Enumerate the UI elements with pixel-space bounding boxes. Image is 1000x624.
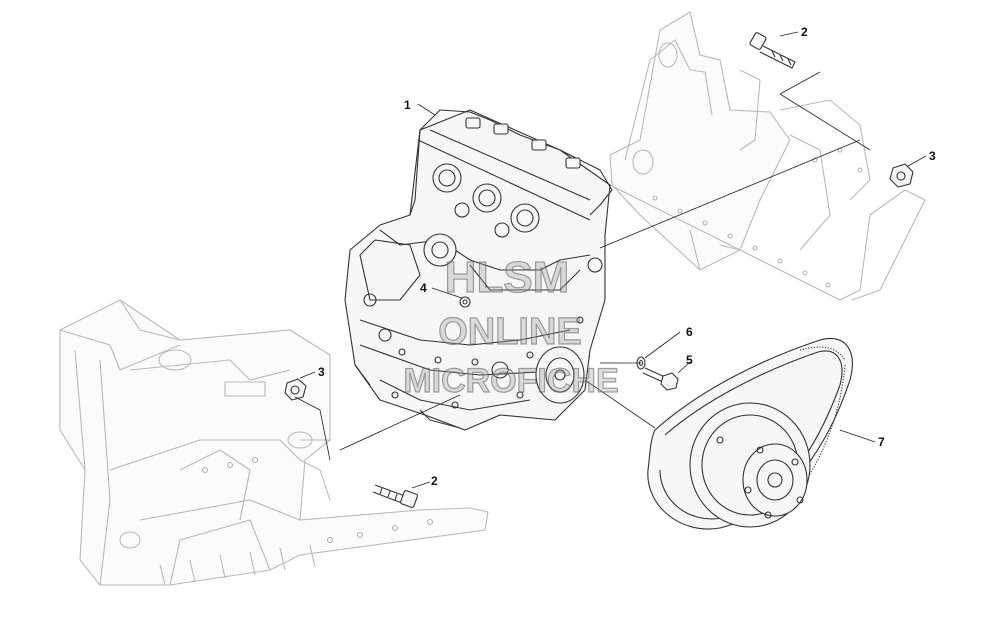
bolt-lower[interactable] [372,484,418,508]
callout-1: 1 [404,98,411,112]
nut-lower[interactable] [284,378,307,401]
watermark: HLSM ONLINE MICROFICHE [403,252,620,400]
callout-6: 6 [686,325,693,339]
watermark-line-2: ONLINE [438,311,582,353]
intake-ports [432,163,540,238]
frame-holes [202,457,433,543]
front-frame[interactable] [59,299,489,586]
callout-2-upper: 2 [801,25,808,39]
clutch-bolts [716,436,804,519]
bolt-upper[interactable] [749,32,796,69]
callout-5: 5 [686,353,693,367]
bolt-4[interactable] [459,296,471,308]
callout-2-lower: 2 [431,474,438,488]
bolt-5[interactable] [642,367,679,391]
bracket-holes [652,147,863,288]
watermark-line-1: HLSM [445,253,570,302]
callout-4: 4 [420,281,427,295]
drive-belt-clutch[interactable] [647,337,853,530]
engine-assembly[interactable] [344,109,613,431]
engine-bolts [391,316,584,409]
watermark-line-3: MICROFICHE [403,362,618,400]
rear-engine-bracket[interactable] [609,11,926,301]
leader-lines [294,31,927,489]
callout-3-lower: 3 [318,365,325,379]
nut-upper[interactable] [889,163,914,188]
callout-7: 7 [878,435,885,449]
callout-3-upper: 3 [929,149,936,163]
valve-cover-caps [465,117,581,169]
